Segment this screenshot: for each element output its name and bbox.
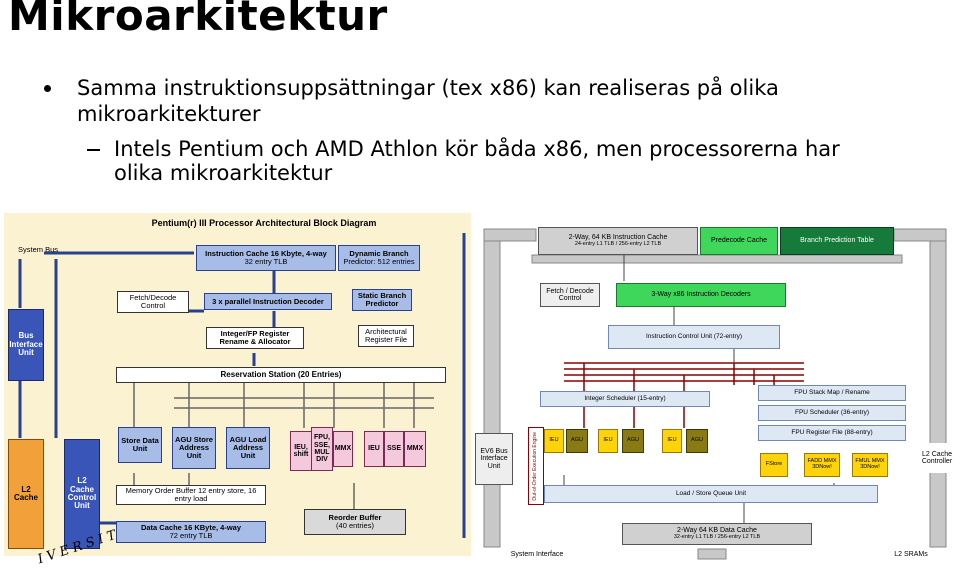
sub-bullet-line-2: olika mikroarkitektur [114,161,333,185]
fetch-decode-control: Fetch/Decode Control [117,291,189,313]
fmul-unit: FMUL MMX 3DNow! [852,453,888,477]
branch-prediction-table: Branch Prediction Table [780,227,894,255]
instruction-cache-sub: 32 entry TLB [244,257,288,266]
data-cache-box: 2-Way 64 KB Data Cache 32-entry L1 TLB /… [622,523,812,545]
reorder-buffer-sub: (40 entries) [336,521,374,530]
sse-unit-2: SSE [384,431,404,467]
athlon-block-diagram: 2-Way, 64 KB Instruction Cache 24-entry … [474,213,960,565]
reservation-station: Reservation Station (20 Entries) [116,367,446,383]
data-cache-title: Data Cache 16 KByte, 4-way [140,523,242,533]
exec-unit-agu-2: AGU [622,429,644,453]
dynamic-branch-title: Dynamic Branch [349,249,409,259]
ev6-bus-interface-unit: EV6 Bus Interface Unit [475,433,513,485]
agu-store-address-unit: AGU Store Address Unit [172,427,216,469]
static-branch-predictor: Static Branch Predictor [352,289,412,311]
exec-unit-ieu-2: IEU [598,429,618,453]
instruction-cache-title: 2-Way, 64 KB Instruction Cache [568,234,668,242]
reorder-buffer-title: Reorder Buffer [328,513,382,523]
l2-srams-label: L2 SRAMs [894,551,928,559]
fadd-unit: FADD MMX 3DNow! [804,453,840,477]
agu-load-address-unit: AGU Load Address Unit [226,427,270,469]
exec-unit-agu-3: AGU [686,429,708,453]
fpu-stack-map-rename: FPU Stack Map / Rename [758,385,906,401]
x86-instruction-decoders: 3-Way x86 Instruction Decoders [616,283,786,307]
exec-unit-ieu-1: IEU [544,429,564,453]
instruction-decoders: 3 x parallel Instruction Decoder [204,293,332,310]
instruction-cache-sub: 24-entry L1 TLB / 256-entry L2 TLB [574,240,662,247]
register-rename-allocator: Integer/FP Register Rename & Allocator [206,327,304,349]
data-cache-sub: 32-entry L1 TLB / 256-entry L2 TLB [673,533,761,540]
data-cache-title: 2-Way 64 KB Data Cache [677,527,757,535]
fpu-register-file: FPU Register File (88-entry) [758,425,906,441]
l2-cache-control-unit: L2 Cache Control Unit [64,439,100,549]
l2-cache-controller: L2 Cache Controller [914,443,960,473]
load-store-queue-unit: Load / Store Queue Unit [544,485,878,503]
instruction-cache-box: Instruction Cache 16 Kbyte, 4-way 32 ent… [196,245,336,271]
mmx-unit-2: MMX [404,431,426,467]
dynamic-branch-box: Dynamic Branch Predictor: 512 entries [338,245,420,271]
out-of-order-engine-label: Out-of-Order Execution Engine [528,427,544,505]
sub-bullet-dash [87,149,100,151]
architectural-register-file: Architectural Register File [358,325,414,347]
mmx-unit-1: MMX [333,431,353,467]
instruction-cache-title: Instruction Cache 16 Kbyte, 4-way [205,249,327,259]
data-cache-box: Data Cache 16 KByte, 4-way 72 entry TLB [116,521,266,543]
exec-unit-ieu-3: IEU [662,429,682,453]
fstore-unit: FStore [760,453,788,477]
sub-bullet-line-1: Intels Pentium och AMD Athlon kör båda x… [114,137,840,161]
dynamic-branch-sub: Predictor: 512 entries [343,257,415,266]
memory-order-buffer: Memory Order Buffer 12 entry store, 16 e… [116,485,266,505]
bullet-1-line-2: mikroarkitekturer [77,102,261,126]
bus-interface-unit: Bus Interface Unit [8,309,44,381]
ieu-unit-2: IEU [364,431,384,467]
pentium-diagram-title: Pentium(r) III Processor Architectural B… [151,218,377,229]
instruction-cache-box: 2-Way, 64 KB Instruction Cache 24-entry … [538,227,698,255]
pentium-iii-block-diagram: Pentium(r) III Processor Architectural B… [4,213,471,556]
instruction-control-unit: Instruction Control Unit (72-entry) [608,325,780,349]
system-bus-label: System Bus [17,245,58,255]
store-data-unit: Store Data Unit [118,427,162,463]
fetch-decode-control: Fetch / Decode Control [540,283,600,307]
system-interface-label: System Interface [510,551,564,559]
integer-scheduler: Integer Scheduler (15-entry) [540,391,710,407]
reorder-buffer: Reorder Buffer (40 entries) [304,509,406,535]
pentium-connectors [18,233,466,538]
bullet-1-line-1: Samma instruktionsuppsättningar (tex x86… [77,76,779,100]
fpu-scheduler: FPU Scheduler (36-entry) [758,405,906,421]
data-cache-sub: 72 entry TLB [169,531,213,540]
predecode-cache: Predecode Cache [700,227,778,255]
fpu-unit: FPU, SSE, MUL DIV [311,427,333,471]
slide-title: Mikroarkitektur [8,0,388,40]
exec-unit-agu-1: AGU [566,429,588,453]
bullet-dot [44,85,51,92]
ooo-engine-text: Out-of-Order Execution Engine [532,431,539,501]
l2-cache: L2 Cache [8,439,44,549]
ieu-shift-unit: IEU, shift [290,431,312,471]
